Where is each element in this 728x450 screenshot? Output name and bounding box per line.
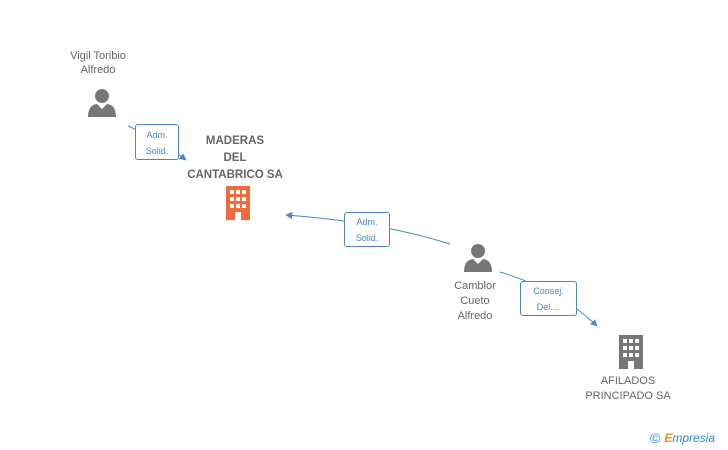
building-icon[interactable] bbox=[615, 335, 647, 369]
company-name-maderas[interactable]: MADERAS DEL CANTABRICO SA bbox=[187, 135, 283, 181]
edge-label-vigil-maderas: Adm. Solid. bbox=[135, 124, 179, 160]
brand-logo-text: mpresia bbox=[672, 431, 716, 445]
person-icon[interactable] bbox=[87, 88, 117, 118]
building-icon[interactable] bbox=[222, 186, 254, 220]
person-name-camblor[interactable]: Camblor Cueto Alfredo bbox=[454, 280, 496, 322]
edge-label-camblor-afilados: Consej. Del.... bbox=[520, 281, 577, 316]
brand-logo-initial: E bbox=[664, 431, 673, 445]
edge-label-camblor-maderas: Adm. Solid. bbox=[344, 212, 390, 247]
person-name-vigil[interactable]: Vigil Toribio Alfredo bbox=[70, 50, 126, 76]
company-name-afilados[interactable]: AFILADOS PRINCIPADO SA bbox=[585, 375, 671, 402]
person-icon[interactable] bbox=[463, 243, 493, 273]
copyright-symbol: © bbox=[650, 430, 661, 446]
